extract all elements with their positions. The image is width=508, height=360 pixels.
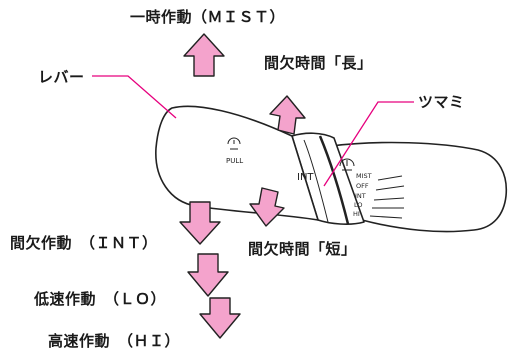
label-high-speed: 高速作動 （ＨＩ） bbox=[48, 332, 181, 350]
knob-leader-line bbox=[323, 101, 414, 187]
arrow-down-icon bbox=[187, 253, 229, 297]
wiper-icon bbox=[339, 158, 355, 171]
scale-lo: LO bbox=[354, 201, 363, 209]
label-interval-long: 間欠時間「長」 bbox=[264, 54, 373, 72]
label-mist-momentary: 一時作動（ＭＩＳＴ） bbox=[130, 8, 286, 26]
scale-off: OFF bbox=[356, 182, 369, 190]
lever-leader-line bbox=[92, 75, 177, 119]
label-low-speed: 低速作動 （ＬＯ） bbox=[34, 290, 167, 308]
scale-hi: HI bbox=[353, 210, 360, 218]
wiper-washer-icon bbox=[227, 137, 241, 150]
arrow-down-icon bbox=[249, 187, 285, 227]
pull-mark: PULL bbox=[226, 157, 243, 165]
arrow-down-icon bbox=[199, 297, 241, 339]
int-mark: INT bbox=[297, 172, 314, 183]
scale-int: INT bbox=[355, 192, 366, 200]
switch-scale bbox=[369, 175, 405, 219]
lever-housing bbox=[330, 141, 508, 233]
arrow-down-icon bbox=[179, 201, 221, 245]
arrow-up-icon bbox=[183, 33, 225, 77]
arrow-up-icon bbox=[269, 95, 306, 135]
label-interval-short: 間欠時間「短」 bbox=[248, 240, 357, 258]
label-lever: レバー bbox=[38, 68, 85, 86]
label-intermittent: 間欠作動 （ＩＮＴ） bbox=[10, 234, 158, 252]
scale-mist: MIST bbox=[356, 172, 372, 180]
label-knob: ツマミ bbox=[418, 93, 465, 111]
